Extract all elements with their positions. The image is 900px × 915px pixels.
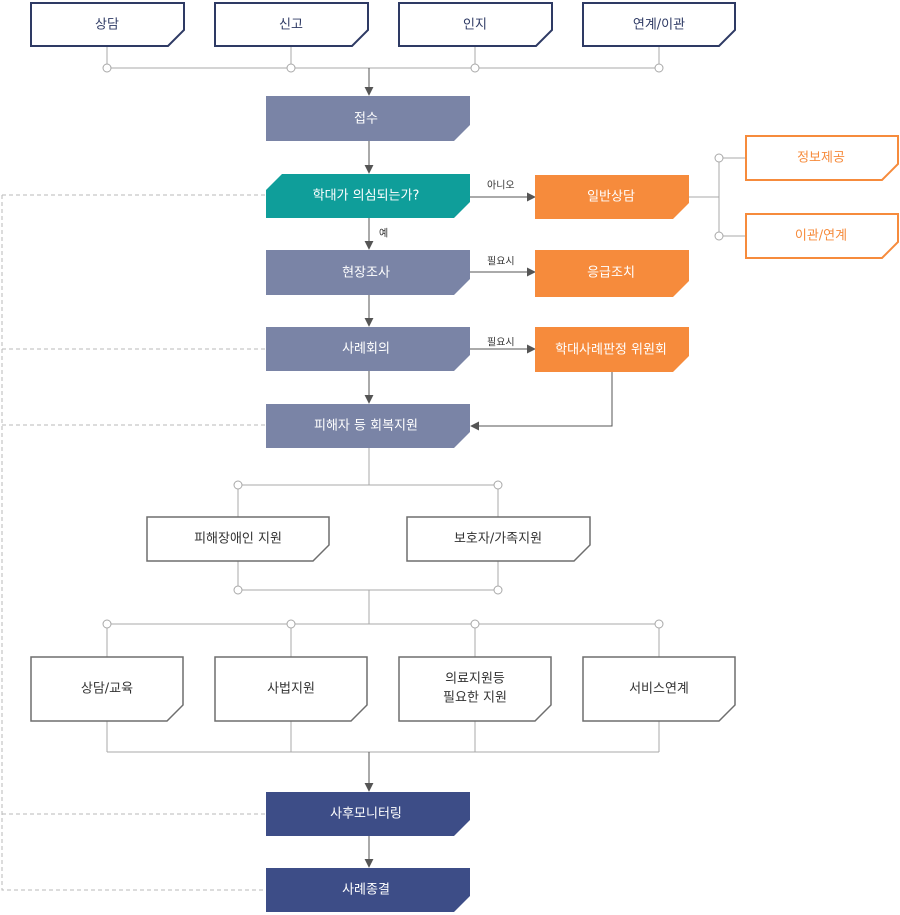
emergency-label: 응급조치: [587, 266, 635, 281]
edge-label-needed-2: 필요시: [487, 337, 515, 349]
circle-node-icon: [102, 619, 112, 629]
circle-node-icon: [470, 63, 480, 73]
edge-label-needed-1: 필요시: [487, 256, 515, 268]
source-box-counsel: [30, 2, 185, 47]
service-label-medical-2: 필요한 지원: [443, 691, 507, 706]
committee-box: [535, 327, 689, 372]
circle-node-icon: [470, 619, 480, 629]
closing-box: [266, 868, 470, 912]
monitoring-box: [266, 792, 470, 836]
support-boxes: [30, 516, 736, 722]
service-box-medical: [398, 656, 552, 722]
emergency-box: [535, 250, 689, 297]
recovery-box: [266, 404, 470, 448]
edge-label-yes: 예: [379, 228, 388, 240]
info-label: 정보제공: [797, 151, 845, 166]
circle-node-icon: [714, 153, 724, 163]
transfer-box: [745, 213, 899, 259]
circle-node-icon: [233, 480, 243, 490]
circle-node-icon: [233, 585, 243, 595]
support-label-family: 보호자/가족지원: [454, 532, 542, 547]
circle-node-icon: [286, 619, 296, 629]
source-box-recognition: [398, 2, 553, 47]
intake-box: [266, 96, 470, 141]
closing-label: 사례종결: [342, 883, 390, 898]
circle-node-icon: [654, 63, 664, 73]
support-box-family: [406, 516, 591, 562]
edge-label-no: 아니오: [487, 180, 515, 192]
circle-node-icon: [102, 63, 112, 73]
service-box-counsel: [30, 656, 184, 722]
general-counsel-label: 일반상담: [587, 190, 635, 205]
info-box: [745, 135, 899, 181]
intake-label: 접수: [354, 112, 378, 127]
general-counsel-box: [535, 175, 689, 219]
support-box-victim: [146, 516, 330, 562]
service-label-legal: 사법지원: [267, 682, 315, 697]
service-label-link: 서비스연계: [629, 682, 689, 697]
investigation-label: 현장조사: [342, 266, 390, 281]
suspect-label: 학대가 의심되는가?: [313, 189, 420, 204]
circle-node-icon: [493, 480, 503, 490]
transfer-label: 이관/연계: [795, 229, 847, 244]
service-label-medical-1: 의료지원등: [445, 672, 505, 687]
monitoring-label: 사후모니터링: [330, 807, 402, 822]
flow-arrows: [364, 68, 613, 868]
source-label-report: 신고: [279, 18, 303, 33]
circle-node-icons: [102, 63, 724, 629]
source-box-referral: [582, 2, 736, 47]
service-box-legal: [214, 656, 368, 722]
suspect-decision-box: [266, 174, 470, 218]
circle-node-icon: [493, 585, 503, 595]
support-label-victim: 피해장애인 지원: [194, 532, 282, 547]
source-label-counsel: 상담: [95, 18, 119, 33]
case-meeting-label: 사례회의: [342, 342, 390, 357]
service-box-link: [582, 656, 736, 722]
case-meeting-box: [266, 327, 470, 371]
service-label-counsel: 상담/교육: [81, 682, 133, 697]
source-label-recognition: 인지: [463, 18, 487, 33]
source-box-report: [214, 2, 369, 47]
circle-node-icon: [654, 619, 664, 629]
investigation-box: [266, 250, 470, 295]
source-boxes: [30, 2, 736, 47]
source-label-referral: 연계/이관: [633, 18, 685, 33]
feedback-dashed-lines: [1, 194, 266, 891]
connector-lines: [106, 46, 746, 753]
circle-node-icon: [714, 231, 724, 241]
committee-label: 학대사례판정 위원회: [555, 343, 667, 358]
recovery-label: 피해자 등 회복지원: [314, 419, 418, 434]
circle-node-icon: [286, 63, 296, 73]
